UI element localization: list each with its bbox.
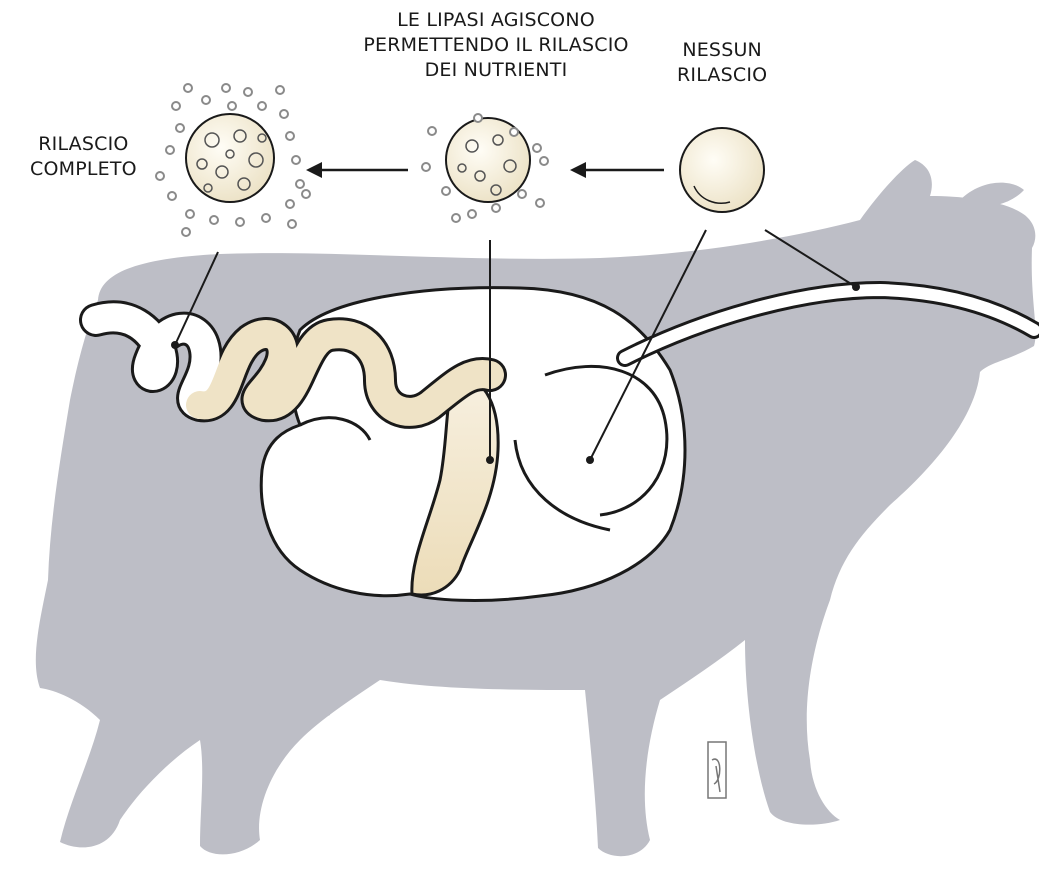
label-none-line-1: NESSUN [677,38,767,63]
label-complete-line-1: RILASCIO [30,132,137,157]
label-lipase-line-2: PERMETTENDO IL RILASCIO [340,33,652,58]
artist-signature [708,742,726,798]
label-lipase-line-1: LE LIPASI AGISCONO [340,8,652,33]
capsule-complete [156,84,310,236]
cow-ear [960,183,1024,208]
label-no-release: NESSUN RILASCIO [677,38,767,88]
label-lipase-action: LE LIPASI AGISCONO PERMETTENDO IL RILASC… [340,8,652,83]
label-lipase-line-3: DEI NUTRIENTI [340,58,652,83]
label-complete-line-2: COMPLETO [30,157,137,182]
label-none-line-2: RILASCIO [677,63,767,88]
capsule-intact [680,128,764,212]
label-complete-release: RILASCIO COMPLETO [30,132,137,182]
capsule-partial [422,114,548,222]
